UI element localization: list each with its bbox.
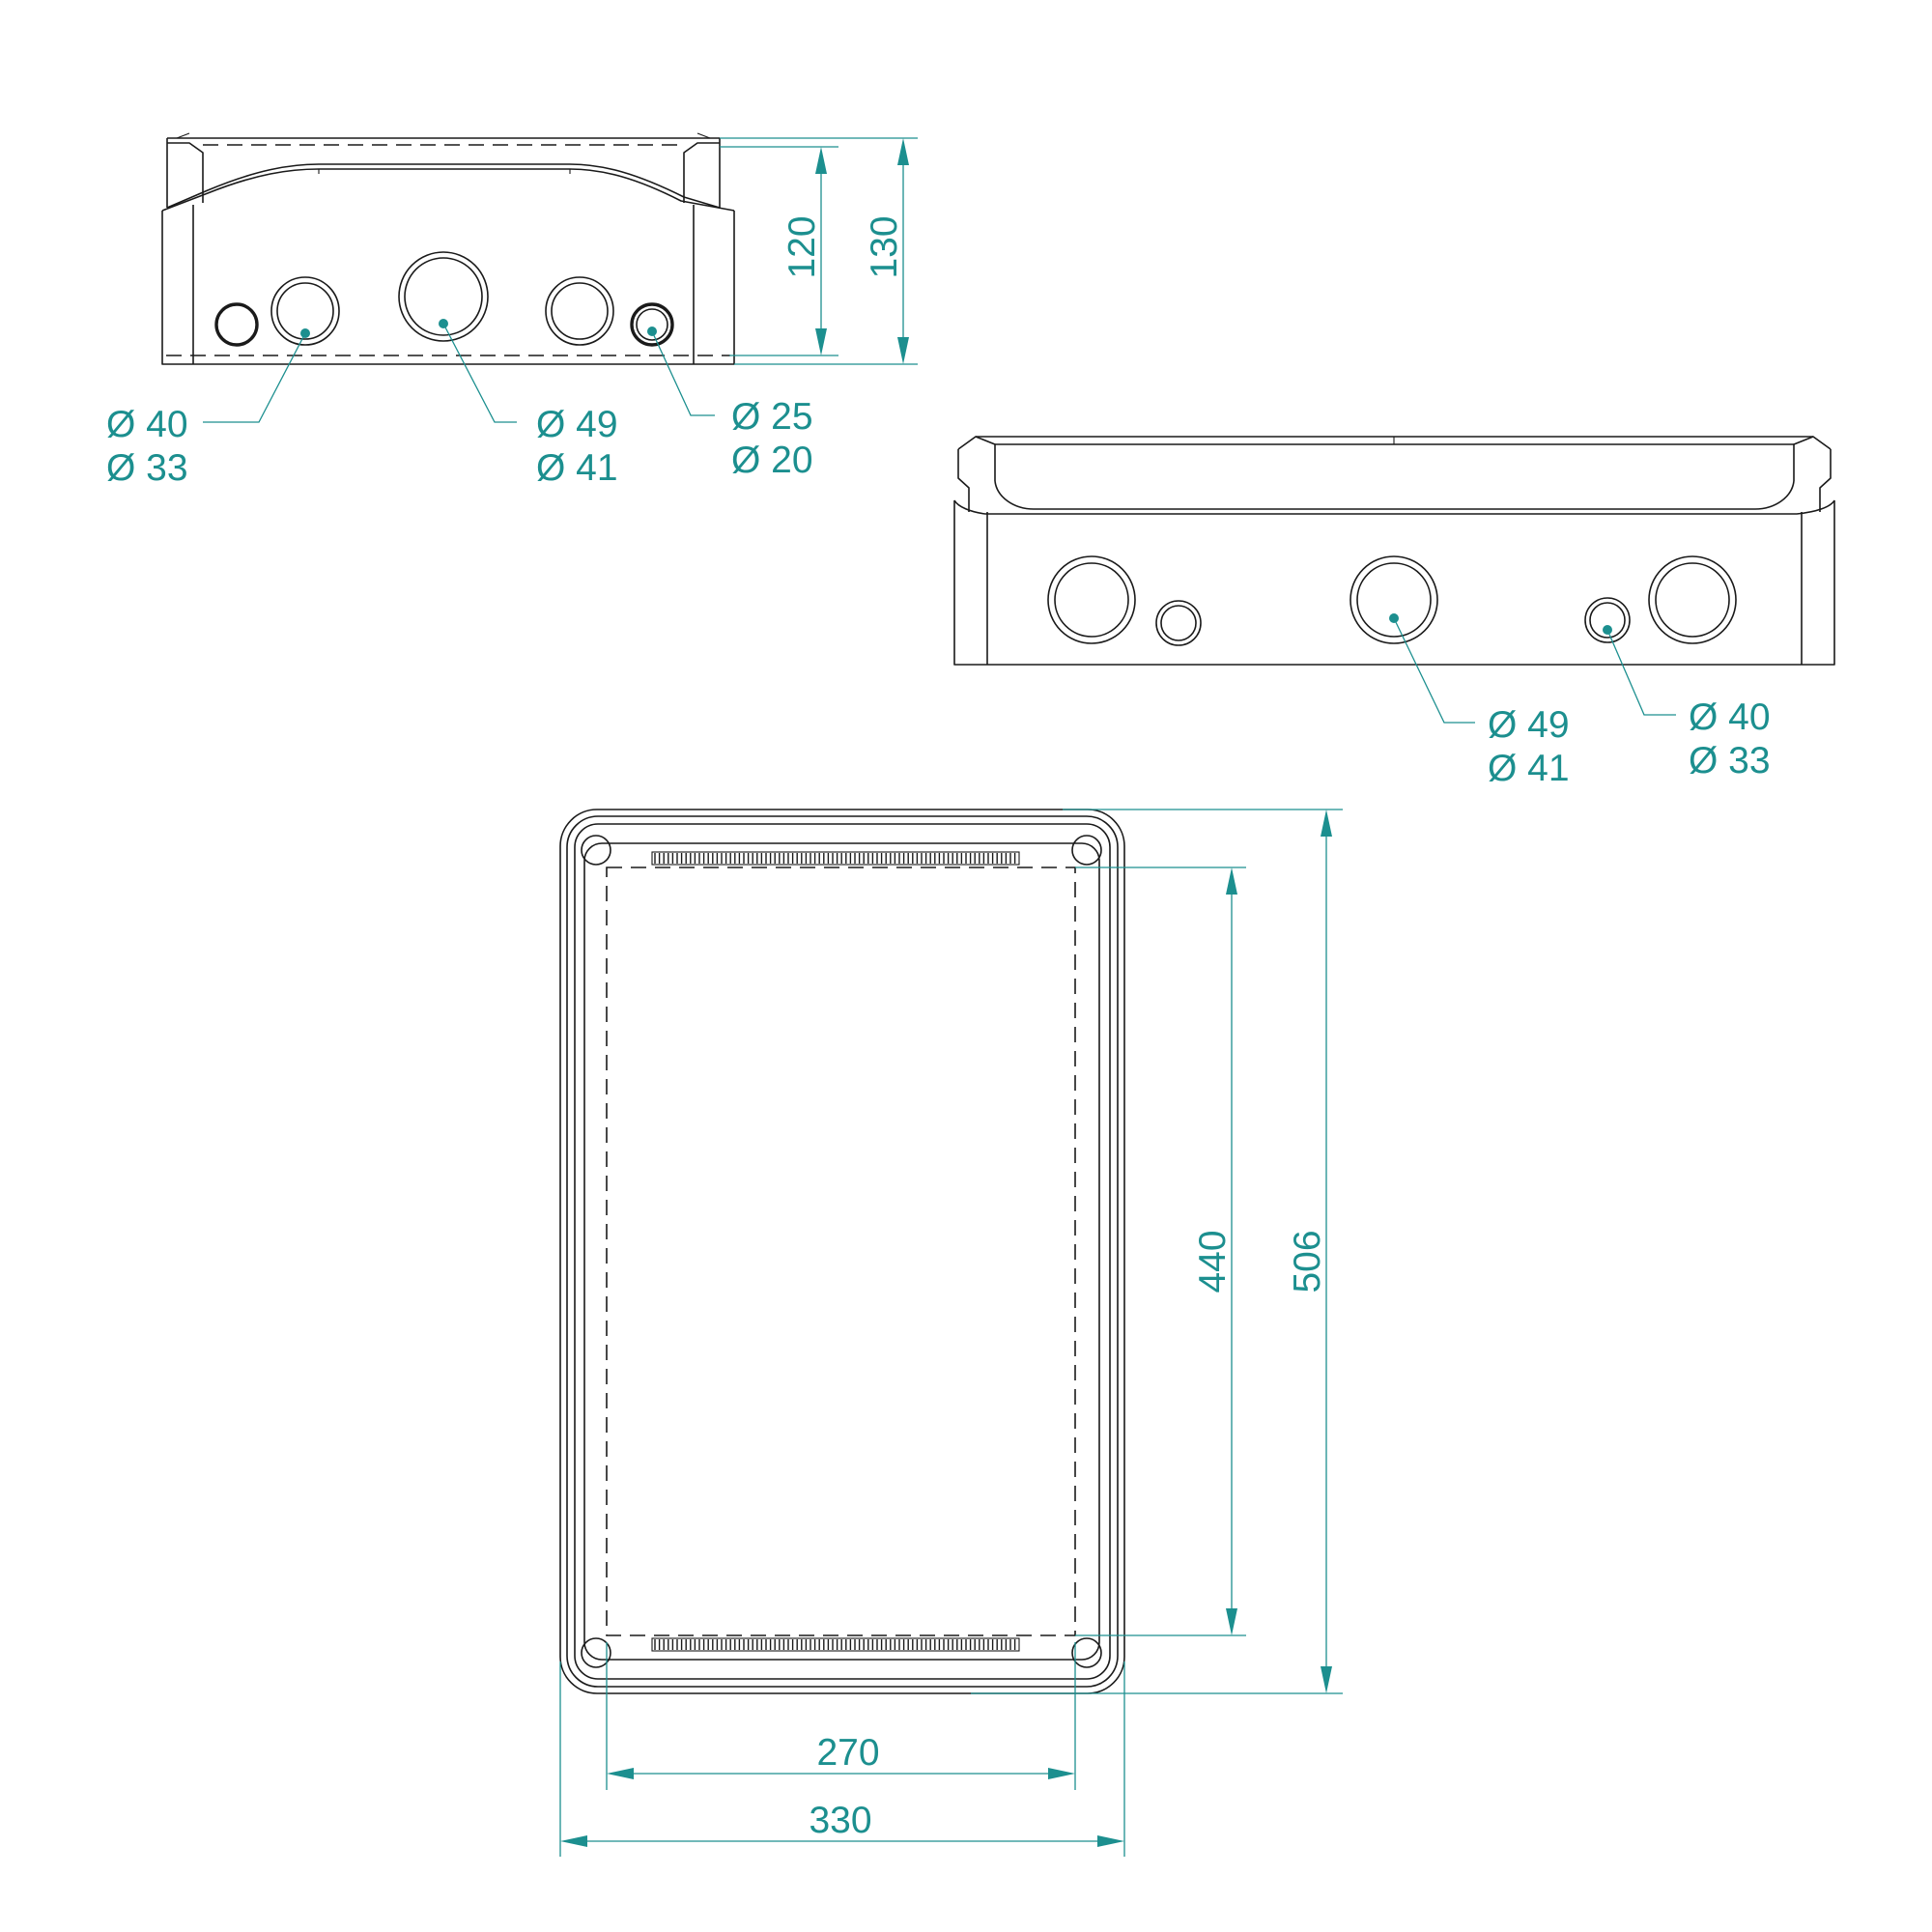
- rail-ticks-bottom: [654, 1639, 1016, 1650]
- knockout-hole-right-inner: [551, 282, 609, 340]
- side-view: Ø 49 Ø 41 Ø 40 Ø 33: [953, 436, 1835, 789]
- side-view-body: [953, 436, 1835, 666]
- dimension-label-130: 130: [864, 215, 905, 278]
- dimension-label-330: 330: [809, 1800, 871, 1841]
- callout-front-right-line1: Ø 25: [731, 396, 813, 438]
- callout-front-center-line1: Ø 49: [536, 404, 618, 445]
- callout-front-center-line2: Ø 41: [536, 447, 618, 489]
- mounting-area-outline: [606, 867, 1076, 1636]
- top-view-height-dimensions: 440 506: [971, 809, 1343, 1694]
- side-view-leaders: [1389, 613, 1676, 724]
- knockout-hole-49-outer: [398, 251, 489, 342]
- callout-side-center-line2: Ø 41: [1488, 748, 1570, 789]
- top-view: 440 506 270 330: [559, 809, 1343, 1857]
- front-view-leaders: [203, 319, 715, 423]
- rail-ticks-top: [654, 853, 1016, 864]
- callout-side-center-line1: Ø 49: [1488, 704, 1570, 746]
- top-view-width-dimensions: 270 330: [559, 1642, 1125, 1857]
- front-view-callouts: Ø 40 Ø 33 Ø 49 Ø 41 Ø 25 Ø 20: [106, 396, 813, 489]
- callout-front-right-line2: Ø 20: [731, 440, 813, 481]
- callout-side-right-line1: Ø 40: [1689, 696, 1771, 738]
- knockout-hole-right-outer: [545, 276, 614, 346]
- front-view-height-dimensions: 120 130: [720, 137, 918, 365]
- knockout-hole-25-outer: [630, 302, 674, 347]
- callout-front-left-line1: Ø 40: [106, 404, 188, 445]
- callout-side-right-line2: Ø 33: [1689, 740, 1771, 781]
- front-view-body: [161, 132, 735, 365]
- callout-front-left-line2: Ø 33: [106, 447, 188, 489]
- dimension-label-506: 506: [1287, 1230, 1328, 1293]
- front-view-holes: [214, 251, 674, 347]
- side-view-holes: [1047, 555, 1737, 646]
- knockout-hole-40-inner: [276, 282, 334, 340]
- knockout-hole-40-outer: [270, 276, 340, 346]
- front-view: 120 130 Ø 40 Ø 33 Ø 49 Ø 41 Ø 25 Ø 20: [106, 132, 918, 489]
- knockout-hole-small-left: [214, 302, 259, 347]
- top-view-rails: [651, 851, 1020, 1652]
- top-view-corner-screws: [581, 835, 1102, 1668]
- dimension-label-120: 120: [781, 215, 823, 278]
- dimension-label-440: 440: [1192, 1230, 1234, 1293]
- knockout-hole-25-inner: [636, 308, 668, 341]
- dimension-label-270: 270: [816, 1732, 879, 1774]
- knockout-hole-49-inner: [404, 257, 483, 336]
- side-view-callouts: Ø 49 Ø 41 Ø 40 Ø 33: [1488, 696, 1771, 789]
- top-view-body: [559, 809, 1125, 1694]
